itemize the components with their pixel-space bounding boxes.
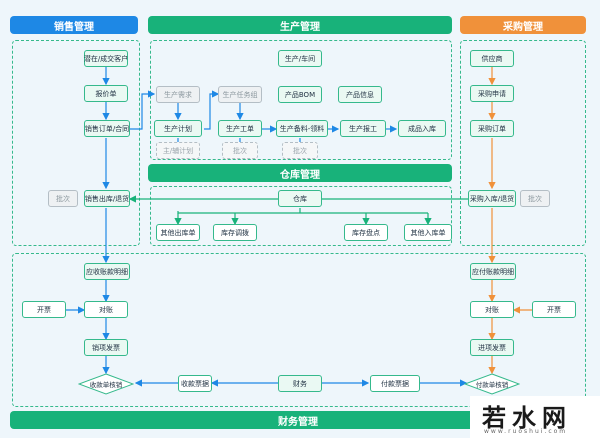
sales-invoice-node: 销项发票 bbox=[84, 339, 128, 356]
other-inbound-node: 其他入库单 bbox=[404, 224, 452, 241]
finance-node: 财务 bbox=[278, 375, 322, 392]
receipt-verify-label: 收款单核销 bbox=[89, 381, 123, 389]
purchase-approve-node: 批次 bbox=[520, 190, 550, 207]
stocktake-node: 库存盘点 bbox=[344, 224, 388, 241]
product-info-node: 产品信息 bbox=[338, 86, 382, 103]
receivable-node: 应收账款明细 bbox=[84, 263, 130, 280]
customer-node: 潜在/成交客户 bbox=[84, 50, 128, 67]
sales-reconcile-node: 对账 bbox=[84, 301, 128, 318]
warehouse-node: 仓库 bbox=[278, 190, 322, 207]
watermark-url: www.ruoshui.com bbox=[484, 428, 568, 435]
warehouse-panel bbox=[150, 186, 452, 246]
watermark-logo: 若水网 www.ruoshui.com bbox=[470, 396, 600, 438]
production-task-node: 生产任务组 bbox=[218, 86, 262, 103]
warehouse-header: 仓库管理 bbox=[148, 164, 452, 182]
receipt-voucher-node: 收款票据 bbox=[178, 375, 212, 392]
production-plan-sub-node: 主/辅计划 bbox=[156, 142, 200, 159]
production-header: 生产管理 bbox=[148, 16, 452, 34]
purchase-reconcile-node: 对账 bbox=[470, 301, 514, 318]
work-order-node: 生产工单 bbox=[218, 120, 262, 137]
payment-verify-diamond: 付款单核销 bbox=[464, 373, 520, 395]
purchase-panel bbox=[460, 40, 586, 246]
material-node: 生产备料-领料 bbox=[276, 120, 328, 137]
production-report-node: 生产报工 bbox=[340, 120, 386, 137]
payment-verify-label: 付款单核销 bbox=[475, 381, 509, 389]
sales-order-node: 销售订单/合同 bbox=[84, 120, 130, 137]
purchase-order-node: 采购订单 bbox=[470, 120, 514, 137]
purchase-inbound-node: 采购入库/退货 bbox=[468, 190, 516, 207]
watermark-text: 若水网 bbox=[482, 403, 572, 432]
input-invoice-node: 进项发票 bbox=[470, 339, 514, 356]
material-approve-node: 批次 bbox=[282, 142, 318, 159]
quote-node: 报价单 bbox=[84, 85, 128, 102]
stock-transfer-node: 库存调拨 bbox=[213, 224, 257, 241]
purchase-request-node: 采购申请 bbox=[470, 85, 514, 102]
production-plan-node: 生产计划 bbox=[154, 120, 202, 137]
sales-invoice-issue-node: 开票 bbox=[22, 301, 66, 318]
supplier-node: 供应商 bbox=[470, 50, 514, 67]
sales-outbound-node: 销售出库/退货 bbox=[84, 190, 130, 207]
finance-panel bbox=[12, 253, 586, 407]
finance-header: 财务管理 bbox=[10, 411, 586, 429]
work-order-approve-node: 批次 bbox=[222, 142, 258, 159]
payment-voucher-node: 付款票据 bbox=[370, 375, 420, 392]
sales-header: 销售管理 bbox=[10, 16, 138, 34]
receipt-verify-diamond: 收款单核销 bbox=[78, 373, 134, 395]
purchase-header: 采购管理 bbox=[460, 16, 586, 34]
workshop-node: 生产/车间 bbox=[278, 50, 322, 67]
finished-goods-node: 成品入库 bbox=[398, 120, 446, 137]
other-outbound-node: 其他出库单 bbox=[156, 224, 200, 241]
sales-panel bbox=[12, 40, 140, 246]
production-demand-node: 生产需求 bbox=[156, 86, 200, 103]
product-bom-node: 产品BOM bbox=[278, 86, 322, 103]
purchase-invoice-issue-node: 开票 bbox=[532, 301, 576, 318]
payable-node: 应付账款明细 bbox=[470, 263, 516, 280]
sales-approve-node: 批次 bbox=[48, 190, 78, 207]
production-panel bbox=[150, 40, 452, 160]
